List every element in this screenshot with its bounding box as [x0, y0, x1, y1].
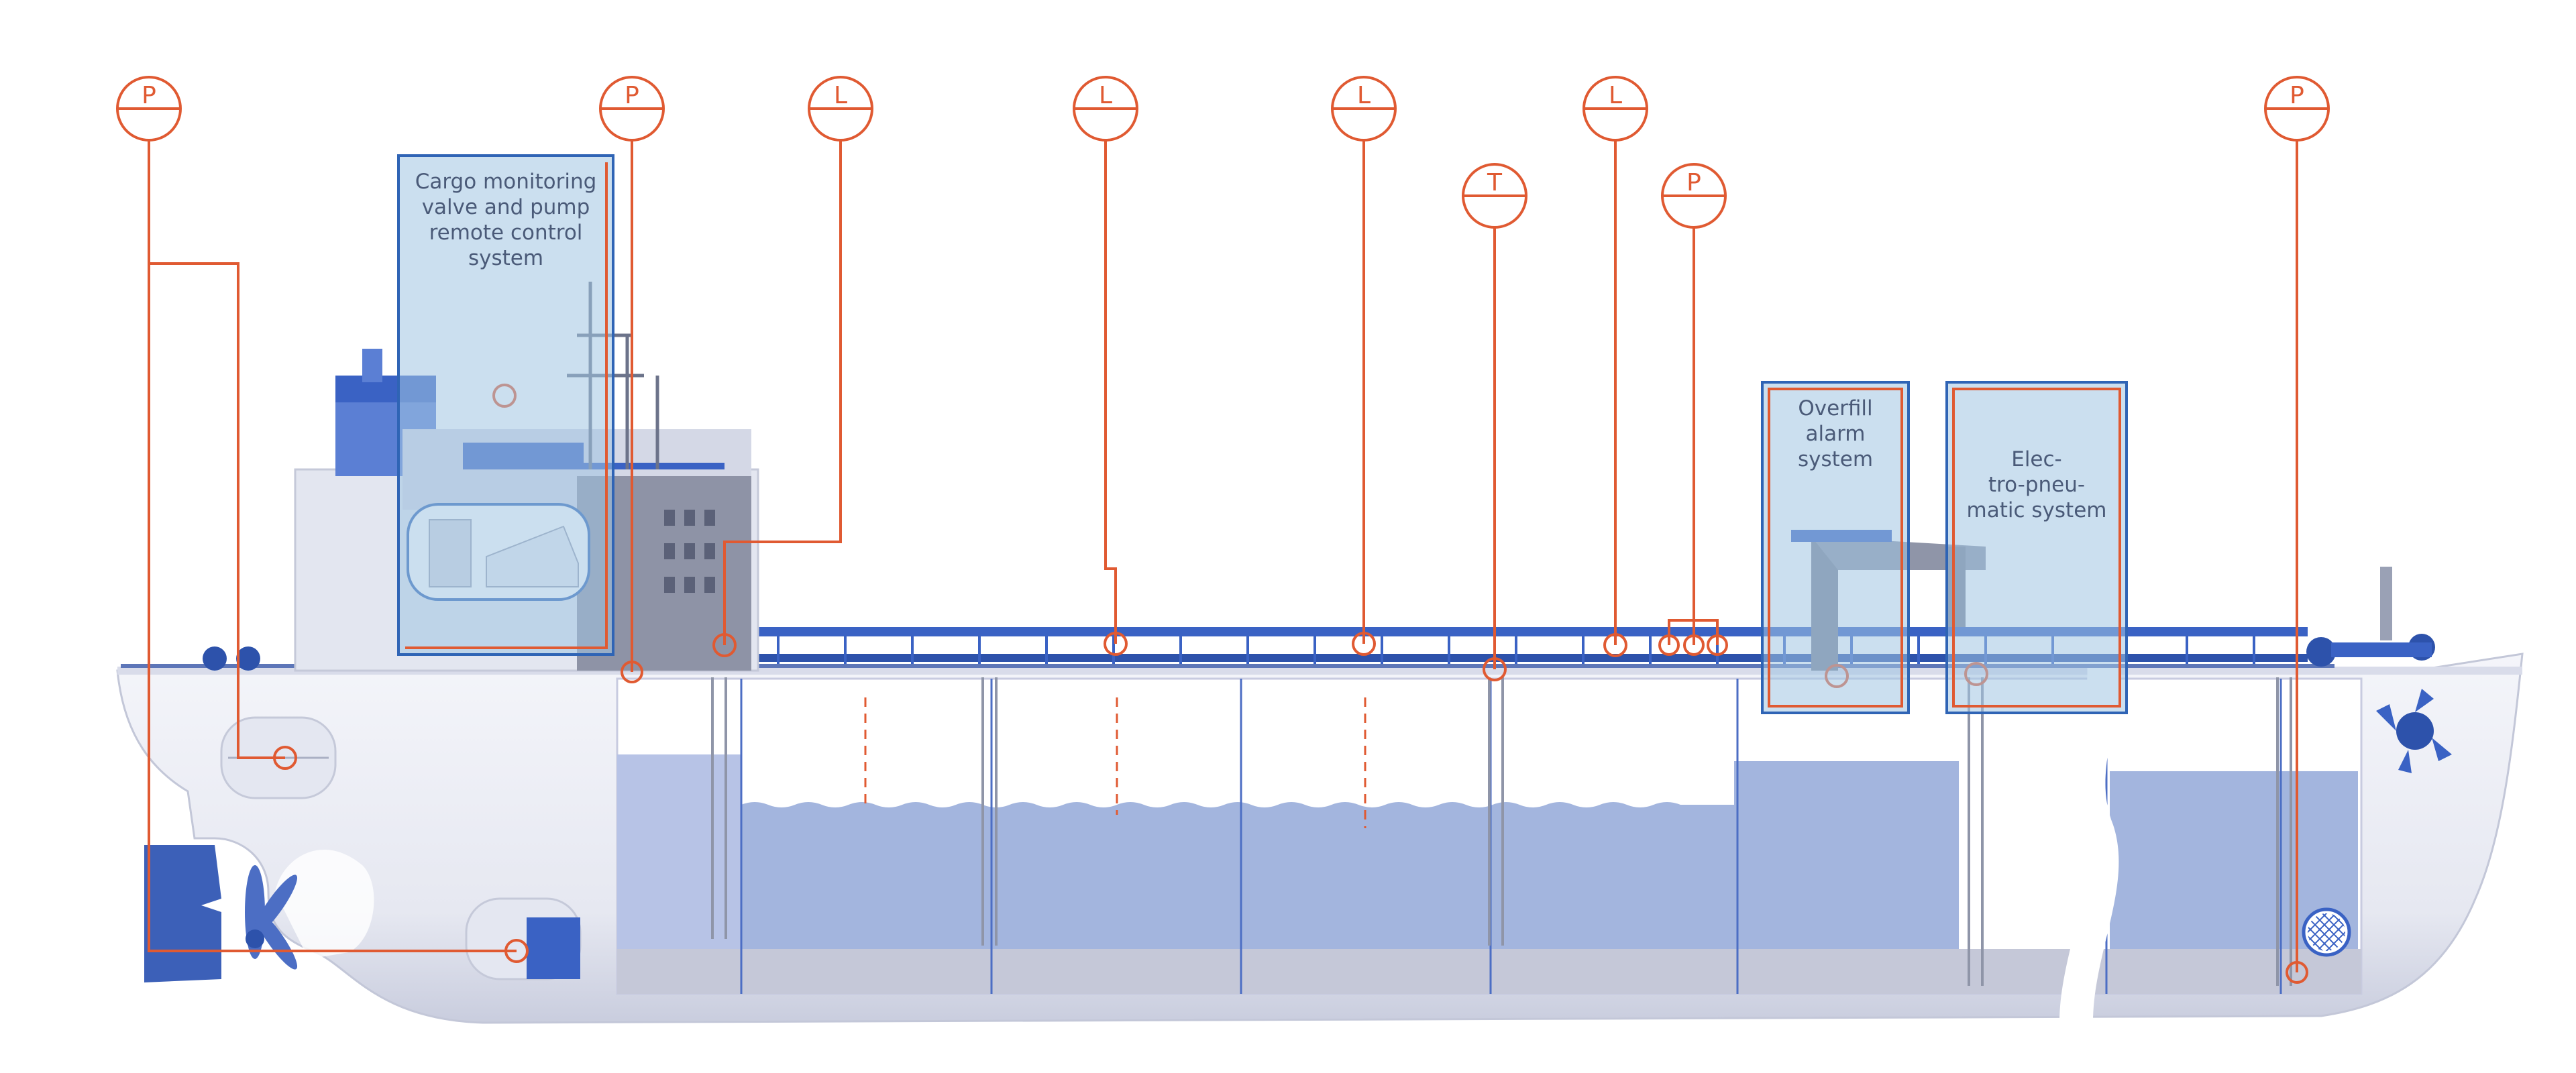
marker-l4[interactable]: L: [1582, 76, 1648, 142]
electro-pneumatic-callout[interactable]: Elec- tro-pneu- matic system: [1945, 381, 2128, 714]
overfill-alarm-label: Overfill alarm system: [1797, 396, 1874, 471]
bow-port: [2302, 907, 2351, 957]
electro-pneumatic-label: Elec- tro-pneu- matic system: [1966, 447, 2107, 522]
marker-l1-label: L: [834, 82, 847, 109]
marker-t1[interactable]: T: [1462, 163, 1527, 229]
marker-l3[interactable]: L: [1331, 76, 1397, 142]
marker-p1-label: P: [142, 82, 156, 109]
leader-lines: [148, 141, 2298, 972]
marker-p3[interactable]: P: [1661, 163, 1727, 229]
marker-l3-label: L: [1357, 82, 1371, 109]
cargo-monitoring-callout[interactable]: Cargo monitoring valve and pump remote c…: [397, 154, 614, 656]
cargo-tanks: [616, 630, 2363, 1023]
marker-p2-label: P: [625, 82, 639, 109]
propeller-icon: [245, 865, 298, 970]
marker-p4[interactable]: P: [2264, 76, 2330, 142]
bow-thruster-icon: [2376, 689, 2452, 773]
bottom-sensor-inset: [465, 897, 582, 980]
cargo-monitoring-label: Cargo monitoring valve and pump remote c…: [415, 170, 597, 270]
marker-p4-label: P: [2290, 82, 2304, 109]
marker-p1[interactable]: P: [116, 76, 182, 142]
overfill-alarm-callout[interactable]: Overfill alarm system: [1761, 381, 1910, 714]
marker-l1[interactable]: L: [808, 76, 873, 142]
rudder: [144, 845, 221, 982]
marker-t1-label: T: [1487, 169, 1503, 196]
marker-p3-label: P: [1686, 169, 1701, 196]
marker-l2-label: L: [1099, 82, 1112, 109]
marker-l2[interactable]: L: [1073, 76, 1138, 142]
marker-l4-label: L: [1609, 82, 1622, 109]
marker-p2[interactable]: P: [599, 76, 665, 142]
